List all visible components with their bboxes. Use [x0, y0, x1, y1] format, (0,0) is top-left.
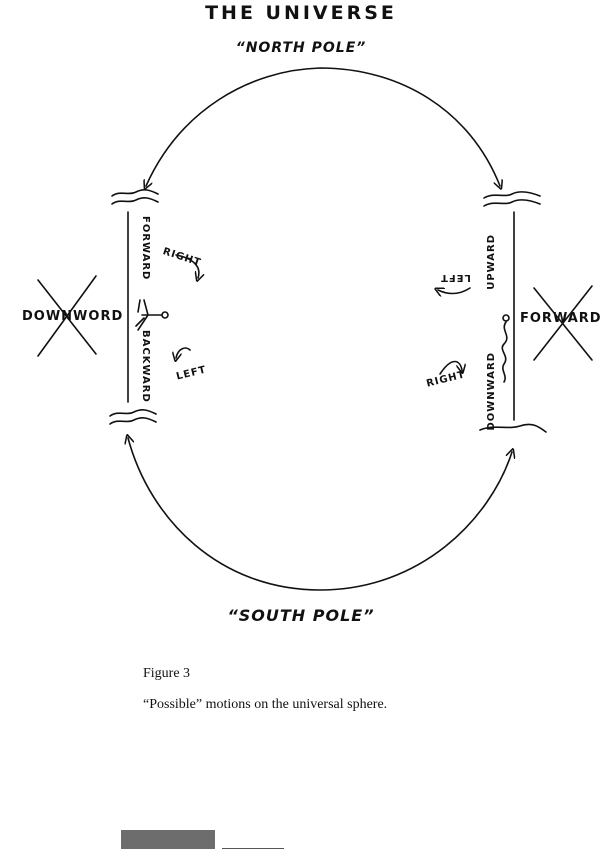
right-forward-label: FORWARD — [520, 311, 602, 326]
page-title: THE UNIVERSE — [205, 2, 397, 24]
right-stick-figure — [501, 314, 510, 383]
footer-line — [222, 848, 284, 849]
left-bottom-break — [109, 409, 157, 417]
right-cross-line-2 — [533, 285, 593, 361]
left-top-break — [111, 189, 159, 197]
right-top-break — [483, 191, 541, 199]
figure-caption: “Possible” motions on the universal sphe… — [143, 697, 388, 712]
left-top-break-2 — [111, 197, 159, 205]
bottom-arc — [128, 438, 512, 591]
left-stick-figure — [135, 299, 169, 331]
north-pole-label: “NORTH POLE” — [235, 40, 367, 56]
south-pole-label: “SOUTH POLE” — [227, 606, 375, 625]
footer-bar — [121, 830, 215, 849]
left-left-arrow — [176, 347, 191, 358]
right-left-label: LEFT — [440, 272, 471, 283]
right-bottom-break — [479, 423, 547, 433]
left-bottom-break-2 — [109, 417, 157, 425]
left-downword-label: DOWNWORD — [22, 309, 124, 324]
left-backward-label: BACKWARD — [140, 330, 151, 403]
right-right-arrow — [439, 360, 462, 375]
right-left-arrow — [438, 287, 471, 294]
left-cross-line-2 — [37, 275, 97, 357]
right-downward-label: DOWNWARD — [486, 352, 497, 431]
right-top-break-2 — [483, 199, 541, 207]
figure-label: Figure 3 — [143, 666, 191, 681]
top-arc — [146, 67, 500, 186]
left-forward-label: FORWARD — [140, 216, 151, 281]
right-upward-label: UPWARD — [486, 234, 497, 290]
left-right-arrow — [175, 254, 199, 278]
